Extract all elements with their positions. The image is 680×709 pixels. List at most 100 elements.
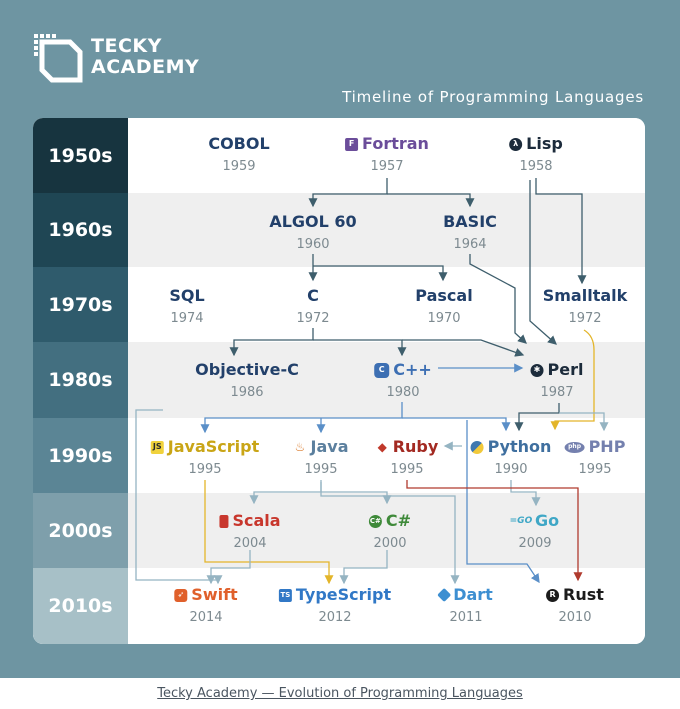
lang-pascal-year: 1970 <box>427 311 461 326</box>
lang-perl: ✱Perl 1987 <box>530 360 584 401</box>
lang-swift-year: 2014 <box>189 610 223 625</box>
lang-fortran-name: Fortran <box>362 134 429 153</box>
lang-smalltalk-year: 1972 <box>568 311 602 326</box>
band-1950s <box>33 118 645 193</box>
lang-c: C 1972 <box>296 286 329 327</box>
lang-java-name: Java <box>310 437 349 456</box>
lang-sql-year: 1974 <box>170 311 204 326</box>
band-1990s <box>33 418 645 493</box>
python-icon <box>470 440 484 454</box>
brand-line-2: ACADEMY <box>91 56 200 78</box>
link-basic-perl <box>469 254 527 344</box>
js-icon: JS <box>150 440 164 454</box>
lang-perl-name: Perl <box>547 360 584 379</box>
lang-javascript-year: 1995 <box>188 462 222 477</box>
lang-dart: Dart 2011 <box>437 585 493 626</box>
era-label-1970s: 1970s <box>33 267 128 342</box>
scala-icon <box>219 514 229 528</box>
lang-typescript-name: TypeScript <box>295 585 392 604</box>
lang-go-year: 2009 <box>518 536 552 551</box>
link-perl-php <box>559 412 609 432</box>
lang-objc: Objective-C 1986 <box>195 360 299 401</box>
link-python-go <box>510 480 541 507</box>
lang-python: Python 1990 <box>470 437 552 478</box>
lang-algol-year: 1960 <box>296 237 330 252</box>
band-2000s <box>33 493 645 568</box>
lang-scala-year: 2004 <box>233 536 267 551</box>
tecky-logo-icon <box>34 34 83 83</box>
java-icon: ♨ <box>294 440 306 454</box>
ruby-icon: ◆ <box>377 440 387 454</box>
fortran-icon: F <box>345 137 359 151</box>
link-cpp-rust <box>466 420 540 584</box>
lisp-icon: λ <box>509 137 523 151</box>
link-cpp-javascript <box>200 402 403 434</box>
band-1980s <box>33 342 645 418</box>
infographic: TECKY ACADEMY Timeline of Programming La… <box>0 0 680 678</box>
band-2010s <box>33 568 645 644</box>
lang-php-year: 1995 <box>578 462 612 477</box>
link-perl-python <box>514 403 560 432</box>
perl-icon: ✱ <box>530 363 544 377</box>
lang-sql: SQL 1974 <box>169 286 204 327</box>
link-fortran-basic <box>387 193 475 208</box>
link-java-dart <box>320 482 460 585</box>
lang-csharp-year: 2000 <box>373 536 407 551</box>
lang-typescript-year: 2012 <box>318 610 352 625</box>
lang-fortran-year: 1957 <box>370 159 404 174</box>
lang-python-name: Python <box>487 437 552 456</box>
lang-algol-name: ALGOL 60 <box>269 212 357 231</box>
ts-icon: TS <box>278 588 292 602</box>
connector-lines <box>135 178 609 585</box>
lang-cpp-year: 1980 <box>386 385 420 400</box>
link-java-scala <box>249 480 322 505</box>
era-label-2000s: 2000s <box>33 493 128 568</box>
lang-basic-year: 1964 <box>453 237 487 252</box>
lang-ruby: ◆ Ruby 1995 <box>376 437 439 478</box>
lang-lisp-year: 1958 <box>519 159 553 174</box>
link-lisp-smalltalk <box>535 178 587 285</box>
lang-java: ♨ Java 1995 <box>294 437 349 478</box>
swift-icon: ➶ <box>174 588 188 602</box>
lang-rust-year: 2010 <box>558 610 592 625</box>
csharp-icon: C# <box>368 514 382 528</box>
lang-cobol-year: 1959 <box>222 159 256 174</box>
lang-dart-year: 2011 <box>449 610 483 625</box>
lang-sql-name: SQL <box>169 286 205 305</box>
page-subtitle: Timeline of Programming Languages <box>342 88 644 106</box>
php-icon: php <box>564 441 585 453</box>
lang-csharp-name: C# <box>385 511 412 530</box>
lang-lisp-name: Lisp <box>526 134 563 153</box>
link-csharp-typescript <box>339 550 388 585</box>
lang-dart-name: Dart <box>453 585 493 604</box>
dart-icon <box>437 587 452 603</box>
lang-c-year: 1972 <box>296 311 330 326</box>
lang-csharp: C#C# 2000 <box>368 511 412 552</box>
lang-ruby-year: 1995 <box>390 462 424 477</box>
lang-java-year: 1995 <box>304 462 338 477</box>
link-algol-pascal <box>313 265 448 282</box>
lang-cpp-name: C++ <box>393 360 432 379</box>
lang-ruby-name: Ruby <box>392 437 439 456</box>
lang-smalltalk-name: Smalltalk <box>542 286 628 305</box>
rust-icon: R <box>546 588 560 602</box>
lang-pascal: Pascal 1970 <box>415 286 472 327</box>
lang-smalltalk: Smalltalk 1972 <box>543 286 628 327</box>
lang-cobol-name: COBOL <box>208 134 270 153</box>
lang-scala: Scala 2004 <box>219 511 281 552</box>
band-1960s <box>33 193 645 267</box>
lang-perl-year: 1987 <box>540 385 574 400</box>
era-label-1980s: 1980s <box>33 342 128 418</box>
link-cpp-python <box>402 417 511 432</box>
lang-scala-name: Scala <box>232 511 281 530</box>
brand-line-1: TECKY <box>91 35 162 57</box>
lang-swift: ➶Swift 2014 <box>174 585 238 626</box>
lang-rust-name: Rust <box>563 585 604 604</box>
lang-basic-name: BASIC <box>443 212 497 231</box>
